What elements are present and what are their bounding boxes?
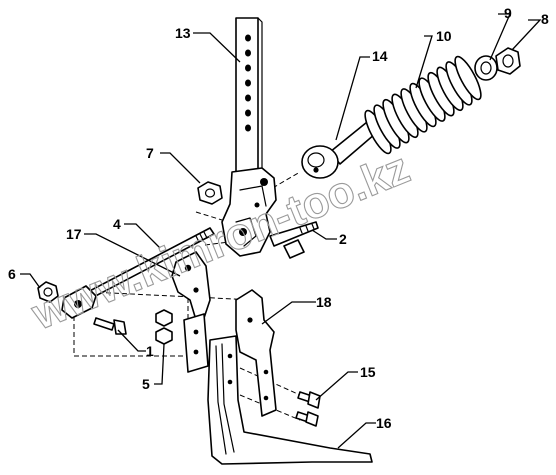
rod-end-clevis <box>61 285 97 319</box>
shank-holes <box>245 34 251 132</box>
clamp-plate <box>183 313 209 373</box>
callout-7: 7 <box>146 145 154 161</box>
hex-nut-left <box>197 181 223 205</box>
hex-nut-top <box>495 47 521 75</box>
callout-16: 16 <box>376 415 392 431</box>
perforated-shank-bar <box>235 17 263 173</box>
bolt-lower-left <box>93 317 127 335</box>
callout-5: 5 <box>142 376 150 392</box>
spring-coil <box>454 55 482 101</box>
callout-9: 9 <box>504 5 512 21</box>
callout-15: 15 <box>360 364 376 380</box>
coil-spring <box>364 55 482 155</box>
callout-6: 6 <box>8 266 16 282</box>
tine-blade <box>207 335 373 465</box>
callout-17: 17 <box>66 226 82 242</box>
callout-14: 14 <box>372 48 388 64</box>
hex-nuts-middle <box>155 309 173 345</box>
bolt-upper <box>269 221 319 259</box>
bolts-lower-right <box>295 391 321 427</box>
washer <box>474 55 498 81</box>
callout-numbers: 13 14 10 9 8 7 4 17 6 18 2 1 5 15 16 <box>8 5 549 431</box>
callout-4: 4 <box>113 216 121 232</box>
upper-bracket <box>221 167 277 257</box>
callout-2: 2 <box>339 231 347 247</box>
callout-10: 10 <box>436 28 452 44</box>
callout-8: 8 <box>541 11 549 27</box>
side-bracket <box>235 289 277 417</box>
callout-18: 18 <box>316 294 332 310</box>
callout-1: 1 <box>146 343 154 359</box>
leader-lines <box>20 13 542 449</box>
callout-13: 13 <box>175 25 191 41</box>
watermark-text: www.kimron-too.kz <box>24 143 416 339</box>
hex-nut-rod <box>37 281 59 303</box>
